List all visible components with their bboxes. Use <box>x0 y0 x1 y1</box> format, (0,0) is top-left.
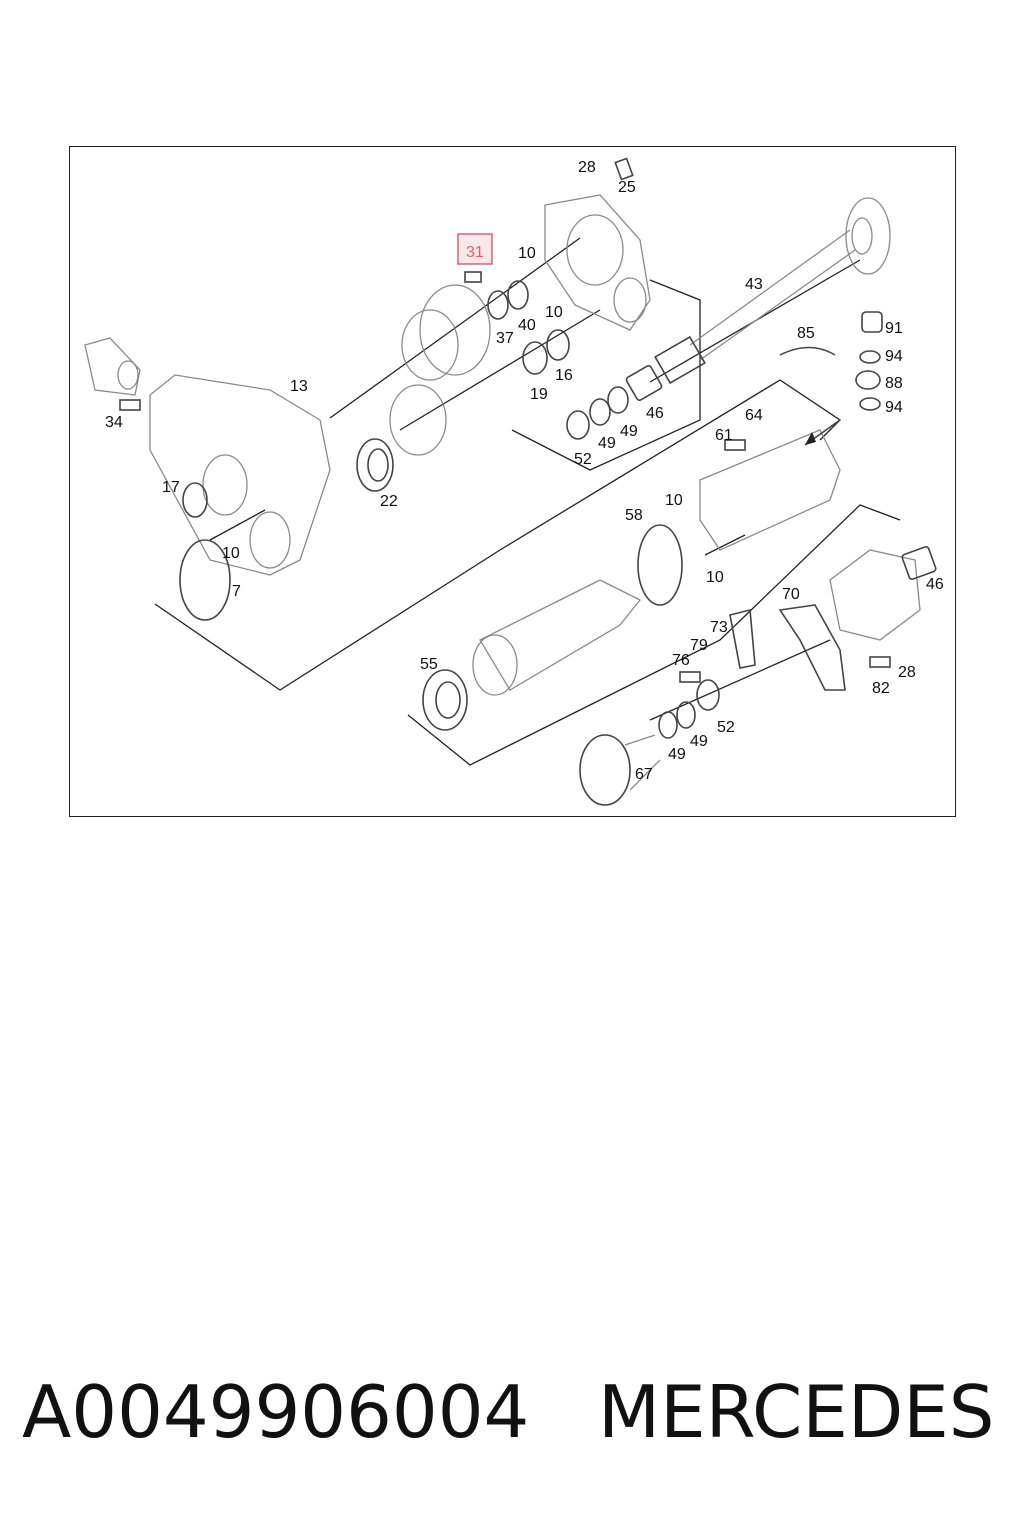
callout-label: 49 <box>690 733 708 750</box>
callout-label: 10 <box>518 245 536 262</box>
callout-label: 79 <box>690 637 708 654</box>
parts <box>84 157 937 806</box>
diagram-frame <box>69 146 956 817</box>
callout-label: 94 <box>885 399 903 416</box>
footer: A0049906004 MERCEDES <box>0 1370 1024 1470</box>
callout-label: 22 <box>380 493 398 510</box>
callout-labels: 28 25 31 10 10 40 37 43 91 94 88 94 85 1… <box>105 159 944 783</box>
callout-label: 67 <box>635 766 653 783</box>
callout-label: 10 <box>706 569 724 586</box>
callout-label: 34 <box>105 414 123 431</box>
callout-label: 58 <box>625 507 643 524</box>
callout-label: 61 <box>715 427 733 444</box>
callout-label: 88 <box>885 375 903 392</box>
callout-label: 25 <box>618 179 636 196</box>
callout-label: 43 <box>745 276 763 293</box>
callout-label: 37 <box>496 330 514 347</box>
callout-label: 70 <box>782 586 800 603</box>
callout-label: 49 <box>598 435 616 452</box>
callout-label: 52 <box>717 719 735 736</box>
callout-label: 91 <box>885 320 903 337</box>
callout-label: 46 <box>646 405 664 422</box>
callout-label: 10 <box>545 304 563 321</box>
callout-label: 76 <box>672 652 690 669</box>
callout-label: 40 <box>518 317 536 334</box>
callout-label: 10 <box>665 492 683 509</box>
callout-label: 64 <box>745 407 763 424</box>
callout-label: 28 <box>898 664 916 681</box>
callout-label: 19 <box>530 386 548 403</box>
part-number: A0049906004 <box>22 1370 530 1454</box>
callout-label: 55 <box>420 656 438 673</box>
callout-label: 13 <box>290 378 308 395</box>
callout-label: 7 <box>232 583 241 600</box>
callout-label: 85 <box>797 325 815 342</box>
callout-label: 16 <box>555 367 573 384</box>
callout-label: 17 <box>162 479 180 496</box>
brand-name: MERCEDES <box>598 1370 995 1454</box>
callout-label: 49 <box>668 746 686 763</box>
callout-label: 28 <box>578 159 596 176</box>
callout-label: 82 <box>872 680 890 697</box>
callout-label-highlighted: 31 <box>466 244 484 261</box>
callout-label: 10 <box>222 545 240 562</box>
highlight-box-31 <box>457 233 493 265</box>
callout-label: 73 <box>710 619 728 636</box>
callout-label: 52 <box>574 451 592 468</box>
callout-label: 94 <box>885 348 903 365</box>
callout-label: 46 <box>926 576 944 593</box>
callout-label: 49 <box>620 423 638 440</box>
